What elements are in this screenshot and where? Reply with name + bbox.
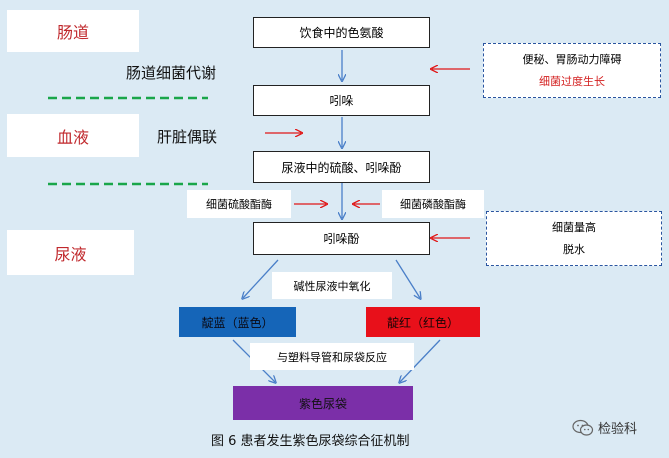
watermark-text: 检验科 (598, 422, 638, 437)
step-urine-sulfate-indoxyl: 尿液中的硫酸、吲哚酚 (253, 151, 430, 183)
step-dietary-tryptophan: 饮食中的色氨酸 (253, 17, 430, 48)
label-bacterial-phosphatase: 细菌磷酸酯酶 (382, 190, 484, 218)
watermark: 检验科 (572, 418, 637, 437)
arrow-indirubin-to-purple (400, 339, 441, 382)
arrow-indoxyl-to-indirubin (395, 259, 420, 298)
pigment-indirubin-box: 靛红（红色） (366, 307, 480, 337)
label-react-catheter-bag: 与塑料导管和尿袋反应 (250, 343, 414, 370)
factor-box-high-bacteria: 细菌量高 脱水 (486, 211, 662, 266)
step-indole: 吲哚 (253, 85, 430, 116)
factor-overgrowth-text: 细菌过度生长 (539, 74, 605, 88)
factor-constipation-text: 便秘、胃肠动力障碍 (522, 52, 622, 66)
factor-high-bacteria-text: 细菌量高 (552, 220, 596, 234)
wechat-icon (572, 419, 594, 436)
figure-caption: 图 6 患者发生紫色尿袋综合征机制 (211, 434, 410, 449)
step-indoxyl: 吲哚酚 (253, 222, 430, 255)
pigment-indigo-box: 靛蓝（蓝色） (179, 307, 296, 337)
process-gut-bacteria-metabolism: 肠道细菌代谢 (126, 64, 217, 82)
label-alkaline-oxidation: 碱性尿液中氧化 (272, 272, 392, 299)
section-label-intestine: 肠道 (7, 10, 139, 52)
section-label-blood: 血液 (7, 114, 139, 157)
arrow-indoxyl-to-indigo (243, 259, 279, 298)
section-label-urine: 尿液 (7, 230, 134, 275)
result-purple-urine-bag: 紫色尿袋 (233, 386, 413, 420)
label-bacterial-sulfatase: 细菌硫酸酯酶 (187, 190, 291, 218)
factor-box-constipation: 便秘、胃肠动力障碍 细菌过度生长 (483, 43, 661, 98)
factor-dehydration-text: 脱水 (563, 242, 585, 256)
process-liver-conjugation: 肝脏偶联 (157, 128, 218, 146)
